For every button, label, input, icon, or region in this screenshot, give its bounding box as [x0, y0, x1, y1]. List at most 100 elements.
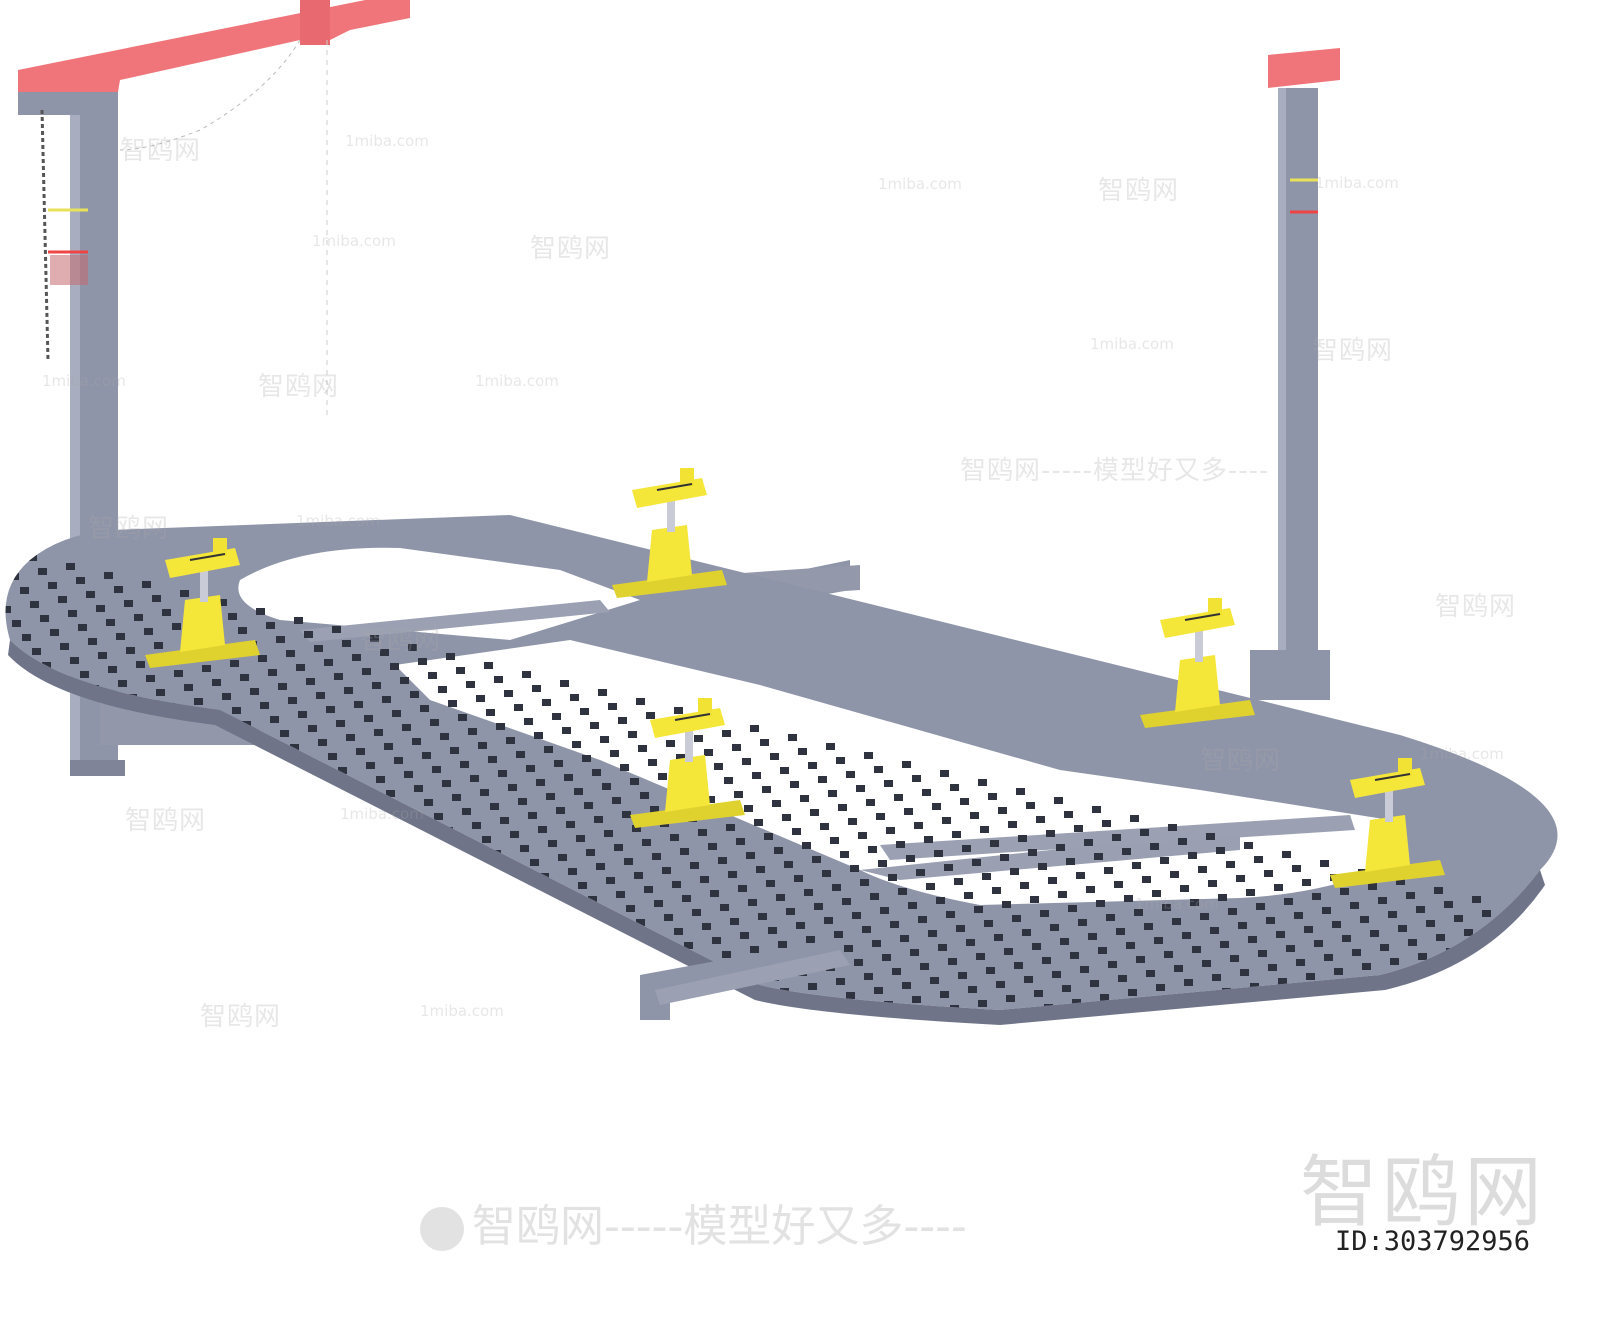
table-hole [1426, 920, 1435, 927]
table-hole [376, 776, 385, 783]
table-hole [1398, 925, 1407, 932]
table-hole [78, 845, 87, 852]
table-hole [114, 807, 123, 814]
table-hole [338, 988, 347, 995]
table-hole [744, 805, 753, 812]
table-hole [996, 981, 1005, 988]
table-hole [664, 914, 673, 921]
table-hole [500, 817, 509, 824]
table-hole [456, 888, 465, 895]
table-hole [700, 876, 709, 883]
table-hole [620, 985, 629, 992]
table-hole [642, 839, 651, 846]
table-hole [516, 972, 525, 979]
table-hole [600, 957, 609, 964]
table-hole [1206, 833, 1215, 840]
table-hole [1018, 835, 1027, 842]
table-hole [324, 880, 333, 887]
table-hole [46, 756, 55, 763]
table-hole [932, 803, 941, 810]
table-hole [982, 873, 991, 880]
table-hole [180, 811, 189, 818]
table-hole [458, 714, 467, 721]
table-hole [1590, 1017, 1599, 1024]
table-hole [684, 942, 693, 949]
table-hole [294, 838, 303, 845]
table-hole [372, 682, 381, 689]
table-hole [522, 892, 531, 899]
table-hole [922, 789, 931, 796]
table-hole [106, 619, 115, 626]
table-hole [836, 757, 845, 764]
table-hole [298, 711, 307, 718]
table-hole [940, 991, 949, 998]
table-hole [392, 931, 401, 938]
table-hole [1072, 999, 1081, 1006]
table-hole [20, 808, 29, 815]
table-hole [730, 918, 739, 925]
table-hole [222, 693, 231, 700]
table-hole [362, 889, 371, 896]
table-hole [226, 1008, 235, 1010]
table-hole [1190, 899, 1199, 906]
table-hole [0, 686, 5, 693]
table-hole [628, 731, 637, 738]
table-hole [142, 581, 151, 588]
table-hole [18, 761, 27, 768]
table-hole [876, 813, 885, 820]
table-hole [820, 823, 829, 830]
table-hole [278, 683, 287, 690]
table-hole [328, 974, 337, 981]
table-hole [956, 925, 965, 932]
table-hole [290, 744, 299, 751]
table-hole [1464, 929, 1473, 936]
table-hole [1408, 939, 1417, 946]
table-hole [476, 916, 485, 923]
table-hole [364, 715, 373, 722]
table-hole [902, 761, 911, 768]
table-hole [370, 635, 379, 642]
table-hole [104, 793, 113, 800]
table-hole [206, 980, 215, 987]
table-hole [126, 647, 135, 654]
table-hole [442, 1001, 451, 1008]
table-hole [994, 934, 1003, 941]
table-hole [256, 829, 265, 836]
table-hole [570, 915, 579, 922]
table-hole [182, 858, 191, 865]
table-hole [50, 850, 59, 857]
table-hole [442, 780, 451, 787]
table-hole [460, 982, 469, 989]
table-hole [428, 893, 437, 900]
table-hole [1240, 969, 1249, 976]
table-hole [900, 935, 909, 942]
table-hole [1362, 963, 1371, 970]
table-hole [342, 640, 351, 647]
table-hole [800, 1016, 809, 1023]
table-hole [830, 837, 839, 844]
table-hole [390, 663, 399, 670]
table-hole [1322, 907, 1331, 914]
table-hole [1418, 953, 1427, 960]
table-hole [1140, 829, 1149, 836]
table-hole [546, 793, 555, 800]
table-hole [242, 942, 251, 949]
table-hole [666, 961, 675, 968]
table-hole [352, 654, 361, 661]
table-hole [1354, 996, 1363, 1003]
table-hole [626, 905, 635, 912]
table-hole [420, 926, 429, 933]
table-hole [426, 846, 435, 853]
table-hole [1042, 957, 1051, 964]
table-hole [532, 906, 541, 913]
table-hole [194, 698, 203, 705]
table-hole [1368, 883, 1377, 890]
table-hole [874, 987, 883, 994]
table-hole [212, 900, 221, 907]
table-hole [1028, 849, 1037, 856]
table-hole [702, 923, 711, 930]
table-hole [6, 700, 15, 707]
table-hole [202, 886, 211, 893]
table-hole [610, 971, 619, 978]
table-hole [786, 908, 795, 915]
